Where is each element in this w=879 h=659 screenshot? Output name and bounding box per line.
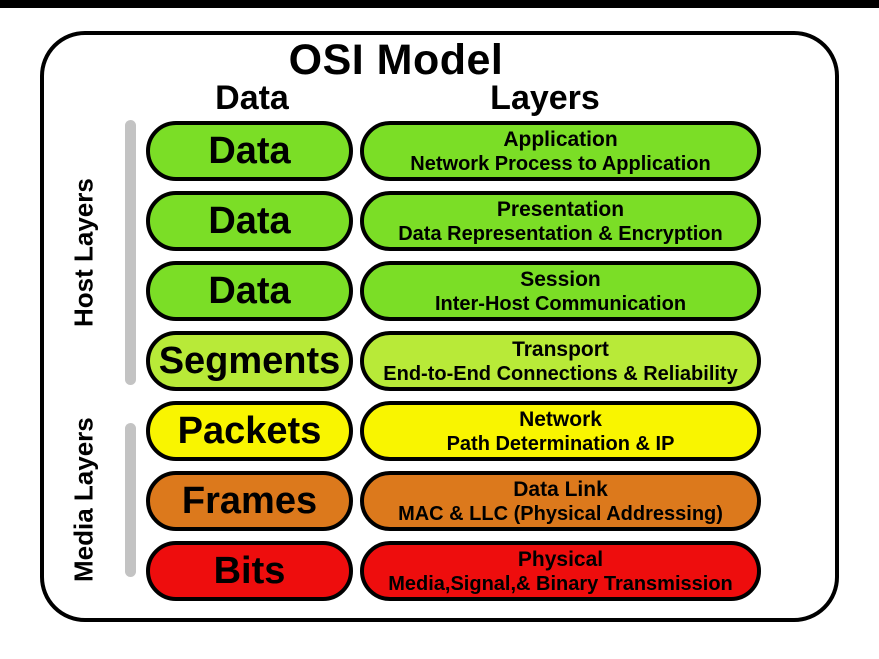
top-border-strip	[0, 0, 879, 8]
host-layers-bar	[125, 120, 136, 385]
layer-name: Transport	[512, 337, 609, 361]
data-unit-label: Data	[208, 270, 291, 312]
layer-name: Data Link	[513, 477, 608, 501]
data-unit-pill: Data	[146, 121, 353, 181]
osi-row-session: Data Session Inter-Host Communication	[146, 261, 761, 321]
host-layers-label: Host Layers	[68, 178, 99, 327]
data-unit-pill: Data	[146, 261, 353, 321]
layer-description: MAC & LLC (Physical Addressing)	[398, 502, 723, 525]
media-layers-label: Media Layers	[68, 417, 99, 583]
layer-name: Presentation	[496, 197, 625, 221]
data-unit-pill: Data	[146, 191, 353, 251]
column-header-layers: Layers	[490, 79, 600, 117]
layer-name: Session	[520, 267, 601, 291]
osi-row-physical: Bits Physical Media,Signal,& Binary Tran…	[146, 541, 761, 601]
data-unit-pill: Frames	[146, 471, 353, 531]
layer-name: Network	[519, 407, 602, 431]
layer-description: End-to-End Connections & Reliability	[383, 362, 738, 385]
osi-row-network: Packets Network Path Determination & IP	[146, 401, 761, 461]
layer-description: Network Process to Application	[410, 152, 711, 175]
layer-pill: Transport End-to-End Connections & Relia…	[360, 331, 761, 391]
data-unit-pill: Segments	[146, 331, 353, 391]
layer-name: Application	[503, 127, 618, 151]
osi-row-transport: Segments Transport End-to-End Connection…	[146, 331, 761, 391]
layer-pill: Data Link MAC & LLC (Physical Addressing…	[360, 471, 761, 531]
layer-pill: Session Inter-Host Communication	[360, 261, 761, 321]
layer-name: Physical	[517, 547, 604, 571]
layer-pill: Presentation Data Representation & Encry…	[360, 191, 761, 251]
media-layers-bar	[125, 423, 136, 577]
data-unit-pill: Packets	[146, 401, 353, 461]
data-unit-label: Data	[208, 130, 291, 172]
osi-row-datalink: Frames Data Link MAC & LLC (Physical Add…	[146, 471, 761, 531]
layer-description: Media,Signal,& Binary Transmission	[388, 572, 733, 595]
osi-row-presentation: Data Presentation Data Representation & …	[146, 191, 761, 251]
layer-description: Inter-Host Communication	[434, 292, 687, 315]
layer-pill: Physical Media,Signal,& Binary Transmiss…	[360, 541, 761, 601]
data-unit-label: Frames	[181, 480, 318, 522]
data-unit-label: Data	[208, 200, 291, 242]
data-unit-label: Bits	[213, 550, 286, 592]
layer-description: Path Determination & IP	[446, 432, 675, 455]
osi-rows: Data Application Network Process to Appl…	[146, 121, 761, 601]
layer-pill: Network Path Determination & IP	[360, 401, 761, 461]
data-unit-label: Segments	[158, 340, 341, 382]
layer-pill: Application Network Process to Applicati…	[360, 121, 761, 181]
column-header-data: Data	[215, 79, 289, 117]
layer-description: Data Representation & Encryption	[398, 222, 723, 245]
data-unit-label: Packets	[177, 410, 322, 452]
data-unit-pill: Bits	[146, 541, 353, 601]
diagram-title: OSI Model	[288, 36, 504, 84]
osi-row-application: Data Application Network Process to Appl…	[146, 121, 761, 181]
